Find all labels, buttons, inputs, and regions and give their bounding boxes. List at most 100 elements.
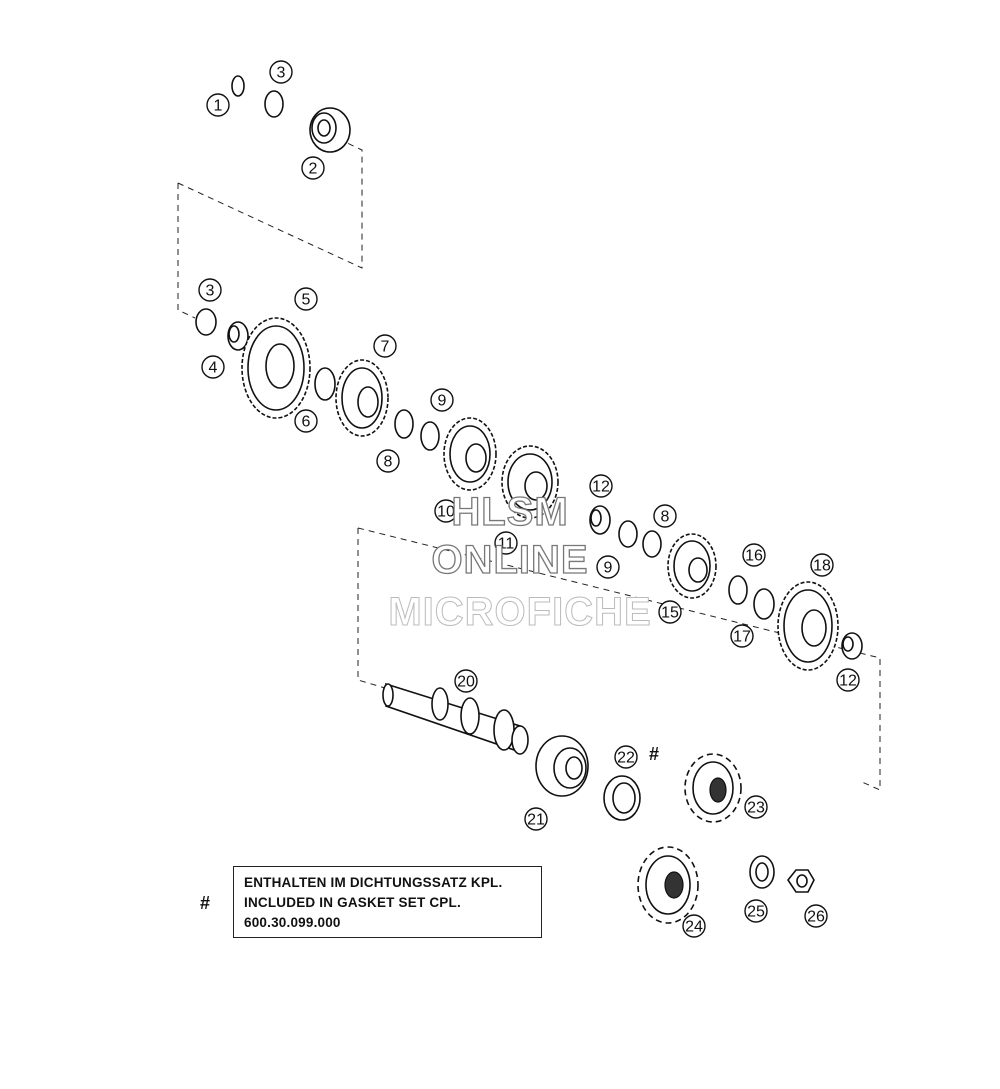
part-21-bearing <box>535 735 589 797</box>
callout-circle <box>730 624 754 648</box>
callout-circle <box>494 531 518 555</box>
callout-number: 9 <box>438 393 447 410</box>
part-9-ring <box>420 421 440 451</box>
note-line-english: INCLUDED IN GASKET SET CPL. <box>244 895 461 910</box>
callout-circle <box>294 287 318 311</box>
callout-6: 6 <box>294 409 318 433</box>
part-3-washer <box>195 308 217 336</box>
callout-circle <box>269 60 293 84</box>
callout-number: 17 <box>733 629 751 646</box>
leader-line-left <box>177 183 196 319</box>
callout-number: 26 <box>807 909 825 926</box>
callout-circle <box>804 904 828 928</box>
part-16-ring <box>728 575 748 605</box>
callout-number: 15 <box>661 605 679 622</box>
callout-circle <box>596 555 620 579</box>
callout-number: 3 <box>206 283 215 300</box>
part-6-washer <box>314 367 336 401</box>
part-22-seal-ring <box>603 775 641 821</box>
leader-line-top <box>177 141 363 269</box>
callout-9: 9 <box>596 555 620 579</box>
callout-3: 3 <box>269 60 293 84</box>
callout-25: 25 <box>744 899 768 923</box>
watermark-line-2: ONLINE <box>431 537 589 582</box>
part-3-washer-top <box>264 90 284 118</box>
callout-circle <box>373 334 397 358</box>
callout-5: 5 <box>294 287 318 311</box>
part-1-circlip <box>231 75 245 97</box>
callout-16: 16 <box>742 543 766 567</box>
callout-number: 21 <box>527 812 545 829</box>
note-line-german: ENTHALTEN IM DICHTUNGSSATZ KPL. <box>244 875 503 890</box>
callout-circle <box>810 553 834 577</box>
callout-4: 4 <box>201 355 225 379</box>
callout-22: 22 <box>614 745 638 769</box>
callout-1: 1 <box>206 93 230 117</box>
part-10-gear <box>443 417 497 491</box>
callout-number: 9 <box>604 560 613 577</box>
callout-15: 15 <box>658 600 682 624</box>
part-25-washer <box>749 855 775 889</box>
note-line-part-number: 600.30.099.000 <box>244 915 341 930</box>
callout-number: 8 <box>384 454 393 471</box>
part-20-shaft <box>382 682 529 755</box>
callout-number: 6 <box>302 414 311 431</box>
callout-number: 10 <box>437 504 455 521</box>
callout-number: 25 <box>747 904 765 921</box>
watermark-line-3: MICROFICHE <box>388 590 652 635</box>
callout-number: 18 <box>813 558 831 575</box>
callout-12: 12 <box>836 668 860 692</box>
callout-8: 8 <box>653 504 677 528</box>
part-8-ring-2 <box>642 530 662 558</box>
callout-8: 8 <box>376 449 400 473</box>
callout-26: 26 <box>804 904 828 928</box>
callout-circle <box>434 499 458 523</box>
part-8-ring <box>394 409 414 439</box>
part-23-sprocket <box>684 753 742 823</box>
callout-number: 22 <box>617 750 635 767</box>
part-11-gear <box>501 445 559 519</box>
callout-9: 9 <box>430 388 454 412</box>
callout-7: 7 <box>373 334 397 358</box>
callout-24: 24 <box>682 914 706 938</box>
callout-circle <box>589 474 613 498</box>
part-26-nut <box>787 869 815 893</box>
callout-circle <box>658 600 682 624</box>
part-17-ring <box>753 588 775 620</box>
part-7-gear <box>335 359 389 437</box>
callout-circle <box>742 543 766 567</box>
callout-number: 4 <box>209 360 218 377</box>
callout-number: 1 <box>214 98 223 115</box>
callout-2: 2 <box>301 156 325 180</box>
part-24-sprocket <box>637 846 699 924</box>
note-marker: # <box>200 893 211 913</box>
callout-circle <box>198 278 222 302</box>
callout-17: 17 <box>730 624 754 648</box>
callout-number: 20 <box>457 674 475 691</box>
callout-circle <box>430 388 454 412</box>
part-18-gear <box>777 581 839 671</box>
callout-number: 7 <box>381 339 390 356</box>
callout-number: 2 <box>309 161 318 178</box>
watermark-line-1: HLSM <box>451 489 569 534</box>
callout-circle <box>206 93 230 117</box>
callout-12: 12 <box>589 474 613 498</box>
callout-18: 18 <box>810 553 834 577</box>
callout-number: 16 <box>745 548 763 565</box>
callout-circle <box>454 669 478 693</box>
hash-marker: # <box>649 744 659 764</box>
part-4-needle-bearing <box>227 321 249 351</box>
callout-circle <box>201 355 225 379</box>
callout-number: 24 <box>685 919 703 936</box>
callout-circle <box>744 899 768 923</box>
callout-number: 5 <box>302 292 311 309</box>
callout-number: 11 <box>498 536 515 553</box>
callout-circle <box>376 449 400 473</box>
leader-line-shaft-left <box>357 528 386 689</box>
callout-circle <box>836 668 860 692</box>
callout-circle <box>294 409 318 433</box>
callout-circle <box>301 156 325 180</box>
callout-number: 12 <box>592 479 610 496</box>
part-15-gear <box>667 533 717 599</box>
